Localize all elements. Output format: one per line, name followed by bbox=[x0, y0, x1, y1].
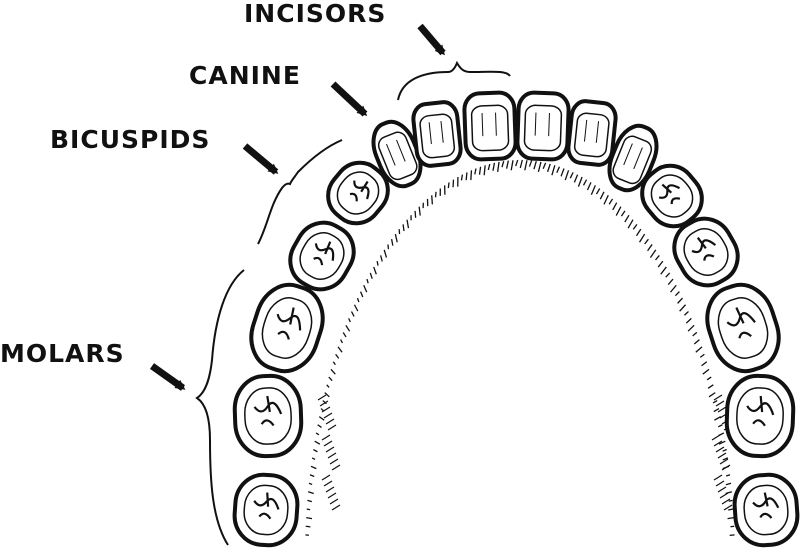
tooth-icon-premolar bbox=[326, 160, 390, 226]
tooth-icon-molar bbox=[232, 373, 304, 459]
label-canine: CANINE bbox=[189, 61, 301, 90]
tooth-icon-incisor bbox=[411, 100, 463, 168]
arrow-icon-molars bbox=[149, 363, 186, 391]
arrow-icon-bicuspids bbox=[242, 143, 279, 175]
label-molars: MOLARS bbox=[0, 339, 125, 368]
tooth-icon-incisor bbox=[462, 90, 518, 162]
tooth-icon-molar bbox=[724, 373, 796, 459]
label-bicuspids: BICUSPIDS bbox=[50, 125, 210, 154]
gum-hatching bbox=[305, 159, 735, 537]
tooth-icon-molar bbox=[732, 472, 800, 548]
arrow-icon-incisors bbox=[417, 23, 446, 56]
tooth-icon-incisor bbox=[566, 99, 618, 167]
tooth-icon-molar bbox=[232, 472, 300, 548]
tooth-icon-premolar bbox=[640, 163, 704, 229]
brace-icon-molars bbox=[195, 269, 245, 546]
tooth-icon-molar bbox=[249, 282, 325, 374]
tooth-icon-molar bbox=[705, 282, 781, 374]
tooth-icon-premolar bbox=[288, 220, 356, 292]
tooth-icon-incisor bbox=[515, 90, 571, 162]
teeth-group bbox=[232, 90, 800, 548]
tooth-icon-canine bbox=[607, 123, 659, 193]
label-incisors: INCISORS bbox=[244, 0, 386, 28]
brace-icon-incisors bbox=[397, 60, 511, 101]
brace-icon-bicuspids bbox=[257, 139, 343, 245]
tooth-icon-premolar bbox=[672, 216, 740, 288]
arrow-icon-canine bbox=[330, 81, 368, 117]
